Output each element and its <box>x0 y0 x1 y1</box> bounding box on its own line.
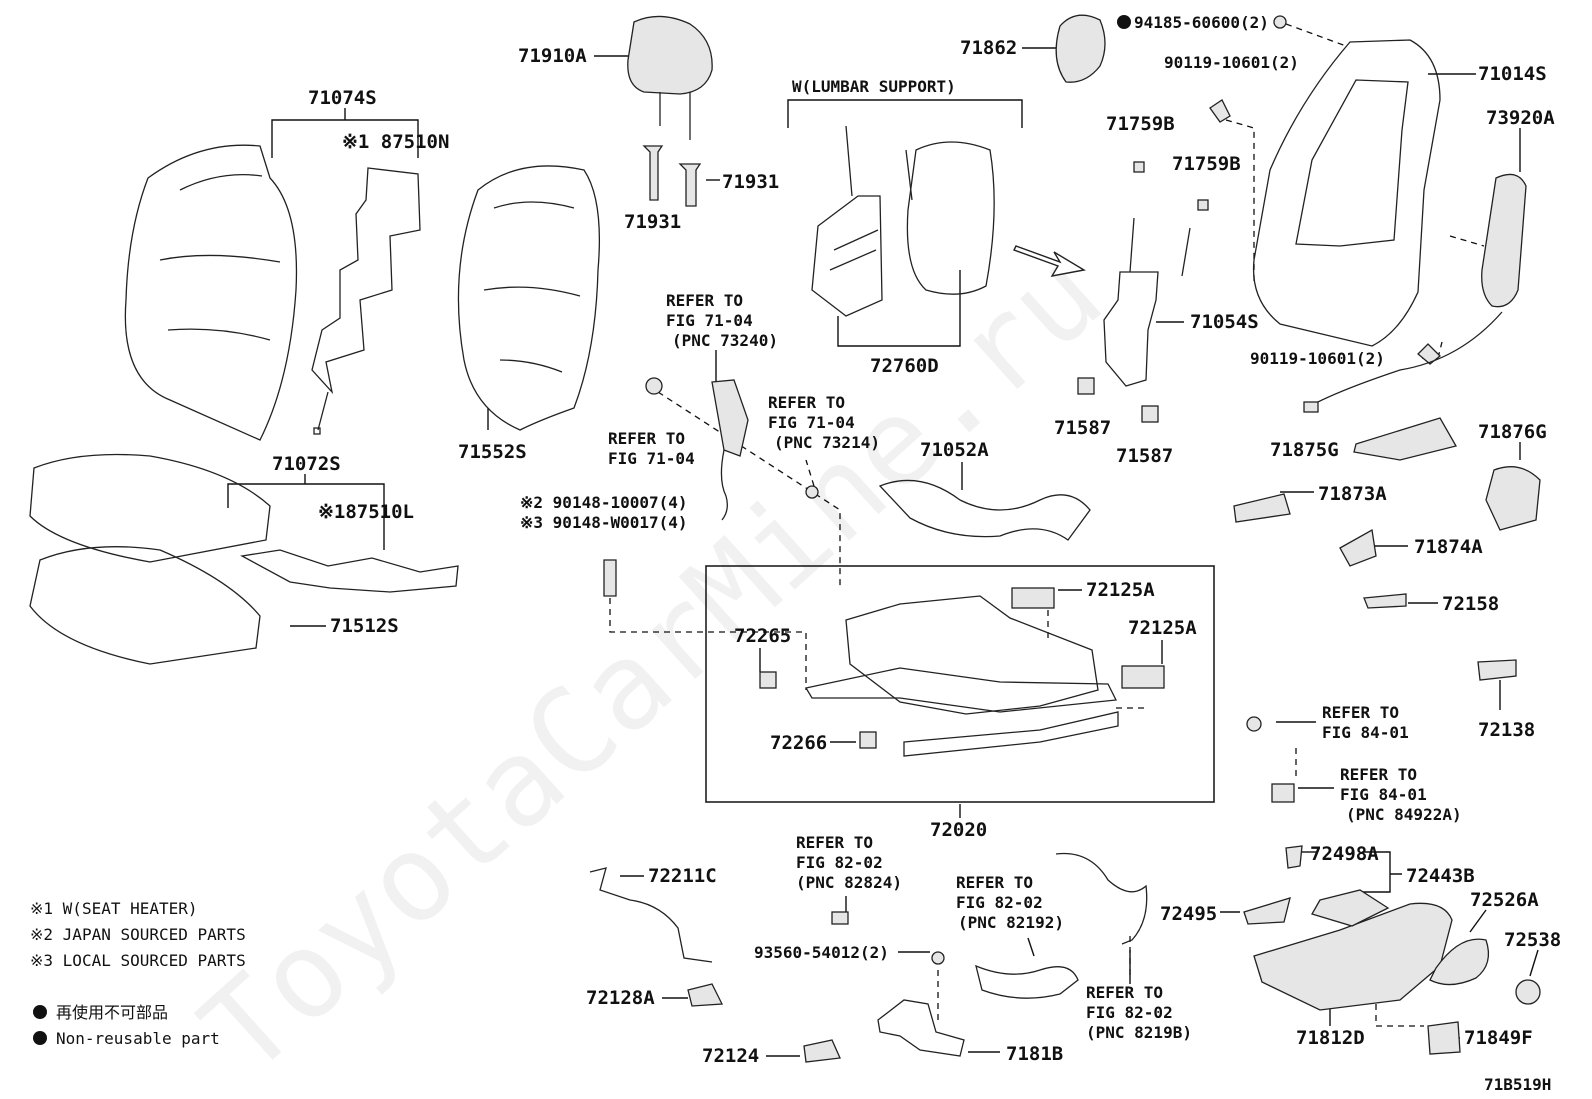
non-reusable-bullet-icon <box>1117 15 1131 29</box>
label-71759B-left: 71759B <box>1106 113 1175 135</box>
refer-84-01: REFER TO FIG 84-01 <box>1322 703 1409 742</box>
refer-82192: REFER TO FIG 82-02 (PNC 82192) <box>956 873 1064 932</box>
seat-track-box <box>705 565 1215 803</box>
label-71512S: 71512S <box>330 615 399 637</box>
label-71072S: 71072S <box>272 453 341 475</box>
label-72138: 72138 <box>1478 719 1535 741</box>
note-seat-heater: ※1 W(SEAT HEATER) <box>30 899 198 918</box>
label-72265: 72265 <box>734 625 791 647</box>
direction-arrow <box>1013 245 1086 277</box>
part-shapes <box>29 14 1541 1063</box>
label-71587-right: 71587 <box>1116 445 1173 467</box>
label-71875G: 71875G <box>1270 439 1339 461</box>
label-90148-japan: ※2 90148-10007(4) <box>520 493 688 512</box>
label-71862: 71862 <box>960 37 1017 59</box>
refer-73214: REFER TO FIG 71-04 (PNC 73214) <box>768 393 880 452</box>
label-72020: 72020 <box>930 819 987 841</box>
label-90148-local: ※3 90148-W0017(4) <box>520 513 688 532</box>
label-71931-right: 71931 <box>722 171 779 193</box>
refer-82824: REFER TO FIG 82-02 (PNC 82824) <box>796 833 902 892</box>
label-72158: 72158 <box>1442 593 1499 615</box>
legend-en: Non-reusable part <box>56 1029 220 1048</box>
reference-notes: REFER TO FIG 71-04 (PNC 73240) REFER TO … <box>608 291 1462 1042</box>
label-71910A: 71910A <box>518 45 587 67</box>
legend-bullet-icon-jp <box>33 1005 47 1019</box>
label-72538: 72538 <box>1504 929 1561 951</box>
label-71052A: 71052A <box>920 439 989 461</box>
label-71876G: 71876G <box>1478 421 1547 443</box>
label-71849F: 71849F <box>1464 1027 1533 1049</box>
label-87510L: ※187510L <box>318 501 414 523</box>
label-90119-lower: 90119-10601(2) <box>1250 349 1385 368</box>
label-94185: 94185-60600(2) <box>1134 13 1269 32</box>
label-72125A-top: 72125A <box>1086 579 1155 601</box>
label-72443B: 72443B <box>1406 865 1475 887</box>
label-72526A: 72526A <box>1470 889 1539 911</box>
part-labels: 71074S ※1 87510N 71910A 71931 71931 7186… <box>272 13 1561 1067</box>
label-71074S: 71074S <box>308 87 377 109</box>
refer-71-04: REFER TO FIG 71-04 <box>608 429 695 468</box>
label-72125A-right: 72125A <box>1128 617 1197 639</box>
label-71874A: 71874A <box>1414 536 1483 558</box>
label-71812D: 71812D <box>1296 1027 1365 1049</box>
label-90119-upper: 90119-10601(2) <box>1164 53 1299 72</box>
label-71931-bottom: 71931 <box>624 211 681 233</box>
legend-jp: 再使用不可部品 <box>56 1003 168 1022</box>
label-73920A: 73920A <box>1486 107 1555 129</box>
label-87510N: ※1 87510N <box>342 131 449 153</box>
label-71014S: 71014S <box>1478 63 1547 85</box>
figure-code: 71B519H <box>1484 1075 1551 1094</box>
label-72495: 72495 <box>1160 903 1217 925</box>
note-japan-sourced: ※2 JAPAN SOURCED PARTS <box>30 925 246 944</box>
label-72211C: 72211C <box>648 865 717 887</box>
label-72266: 72266 <box>770 732 827 754</box>
label-72498A: 72498A <box>1310 843 1379 865</box>
watermark: ToyotaCarMine.ru <box>176 225 1128 1099</box>
label-93560: 93560-54012(2) <box>754 943 889 962</box>
label-71587-left: 71587 <box>1054 417 1111 439</box>
note-local-sourced: ※3 LOCAL SOURCED PARTS <box>30 951 246 970</box>
refer-8219B: REFER TO FIG 82-02 (PNC 8219B) <box>1086 983 1192 1042</box>
refer-84922A: REFER TO FIG 84-01 (PNC 84922A) <box>1340 765 1462 824</box>
label-71873A: 71873A <box>1318 483 1387 505</box>
label-71759B-right: 71759B <box>1172 153 1241 175</box>
label-71552S: 71552S <box>458 441 527 463</box>
label-72124: 72124 <box>702 1045 759 1067</box>
refer-73240: REFER TO FIG 71-04 (PNC 73240) <box>666 291 778 350</box>
footnotes: ※1 W(SEAT HEATER) ※2 JAPAN SOURCED PARTS… <box>30 899 246 1048</box>
label-72760D: 72760D <box>870 355 939 377</box>
label-72128A: 72128A <box>586 987 655 1009</box>
legend-bullet-icon-en <box>33 1031 47 1045</box>
label-71054S: 71054S <box>1190 311 1259 333</box>
lumbar-support-label: W(LUMBAR SUPPORT) <box>792 77 956 96</box>
label-7181B: 7181B <box>1006 1043 1063 1065</box>
